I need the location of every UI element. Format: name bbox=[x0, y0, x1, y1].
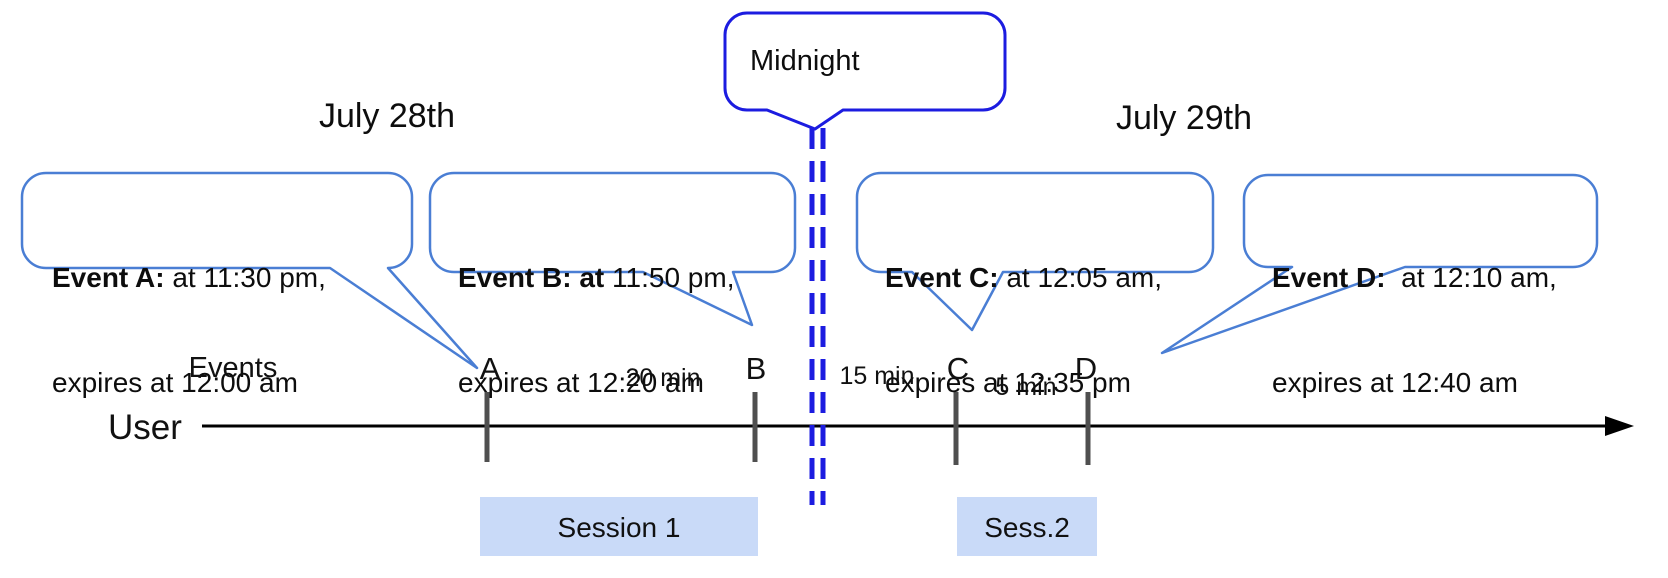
session-2-label: Sess.2 bbox=[984, 512, 1070, 543]
event-d-title: Event D: bbox=[1272, 262, 1386, 293]
event-c-time: at 12:05 am, bbox=[998, 262, 1163, 293]
date-july-28-label: July 28th bbox=[318, 97, 456, 135]
gap-label-5min: 5 min bbox=[995, 373, 1057, 401]
event-b-callout-text: Event B: at 11:50 pm, expires at 12:20 a… bbox=[458, 190, 734, 470]
event-b-callout-bubble bbox=[428, 171, 797, 327]
tick-label-c: C bbox=[946, 351, 970, 386]
tick-label-d: D bbox=[1074, 351, 1098, 386]
event-a-expiry: expires at 12:00 am bbox=[52, 367, 298, 398]
event-d-callout-text: Event D: at 12:10 am, expires at 12:40 a… bbox=[1272, 190, 1557, 470]
event-b-expiry: expires at 12:20 am bbox=[458, 367, 704, 398]
event-c-title: Event C: bbox=[885, 262, 999, 293]
event-c-expiry: expires at 12:35 pm bbox=[885, 367, 1131, 398]
gap-label-20min: 20 min bbox=[625, 364, 701, 392]
event-a-callout-bubble bbox=[20, 171, 479, 370]
session-2-box bbox=[957, 497, 1097, 556]
event-d-callout-bubble bbox=[1160, 173, 1599, 355]
event-d-time: at 12:10 am, bbox=[1385, 262, 1557, 293]
event-c-callout-text: Event C: at 12:05 am, expires at 12:35 p… bbox=[885, 190, 1162, 470]
gap-label-15min: 15 min bbox=[839, 362, 915, 390]
midnight-label: Midnight bbox=[750, 45, 860, 77]
tick-label-a: A bbox=[479, 351, 501, 386]
event-a-callout-text: Event A: at 11:30 pm, expires at 12:00 a… bbox=[52, 190, 326, 470]
timeline-arrowhead bbox=[1605, 416, 1634, 436]
event-a-title: Event A: bbox=[52, 262, 165, 293]
date-july-29-label: July 29th bbox=[1115, 99, 1253, 137]
event-b-time: 11:50 pm, bbox=[604, 262, 735, 293]
event-d-expiry: expires at 12:40 am bbox=[1272, 367, 1518, 398]
event-c-callout-bubble bbox=[855, 171, 1215, 332]
events-axis-label: Events bbox=[188, 352, 278, 384]
event-a-time: at 11:30 pm, bbox=[164, 262, 326, 293]
user-axis-label: User bbox=[108, 408, 182, 447]
midnight-callout-bubble bbox=[723, 11, 1007, 131]
event-b-title: Event B: at bbox=[458, 262, 605, 293]
tick-label-b: B bbox=[745, 351, 767, 386]
session-1-label: Session 1 bbox=[557, 512, 681, 543]
session-1-box bbox=[480, 497, 758, 556]
